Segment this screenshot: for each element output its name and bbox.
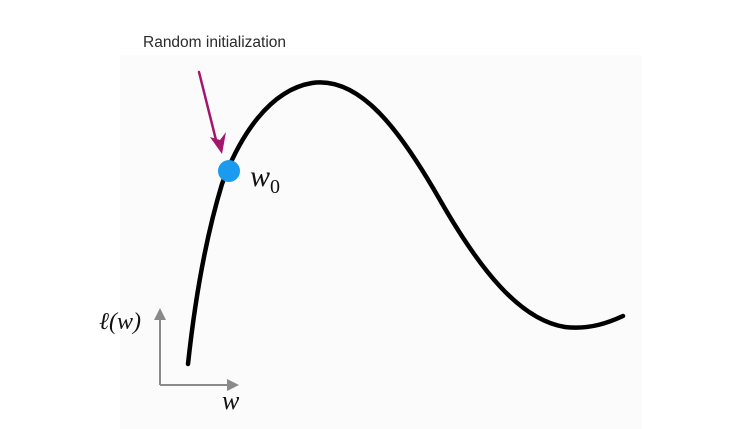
x-axis-arrowhead: [227, 379, 239, 391]
y-axis-arrowhead: [154, 308, 166, 320]
axes: [154, 308, 239, 391]
loss-curve: [185, 80, 626, 367]
y-axis-label: ℓ(w): [99, 309, 141, 335]
x-axis-label: w: [222, 386, 240, 415]
annotation-arrow: [197, 70, 226, 154]
arrow-head: [210, 132, 226, 154]
point-symbol: w: [250, 160, 271, 193]
initial-point-label: w0: [250, 160, 280, 199]
point-subscript: 0: [270, 176, 281, 198]
annotation-label: Random initialization: [143, 34, 287, 51]
initial-point-marker: [218, 160, 240, 182]
